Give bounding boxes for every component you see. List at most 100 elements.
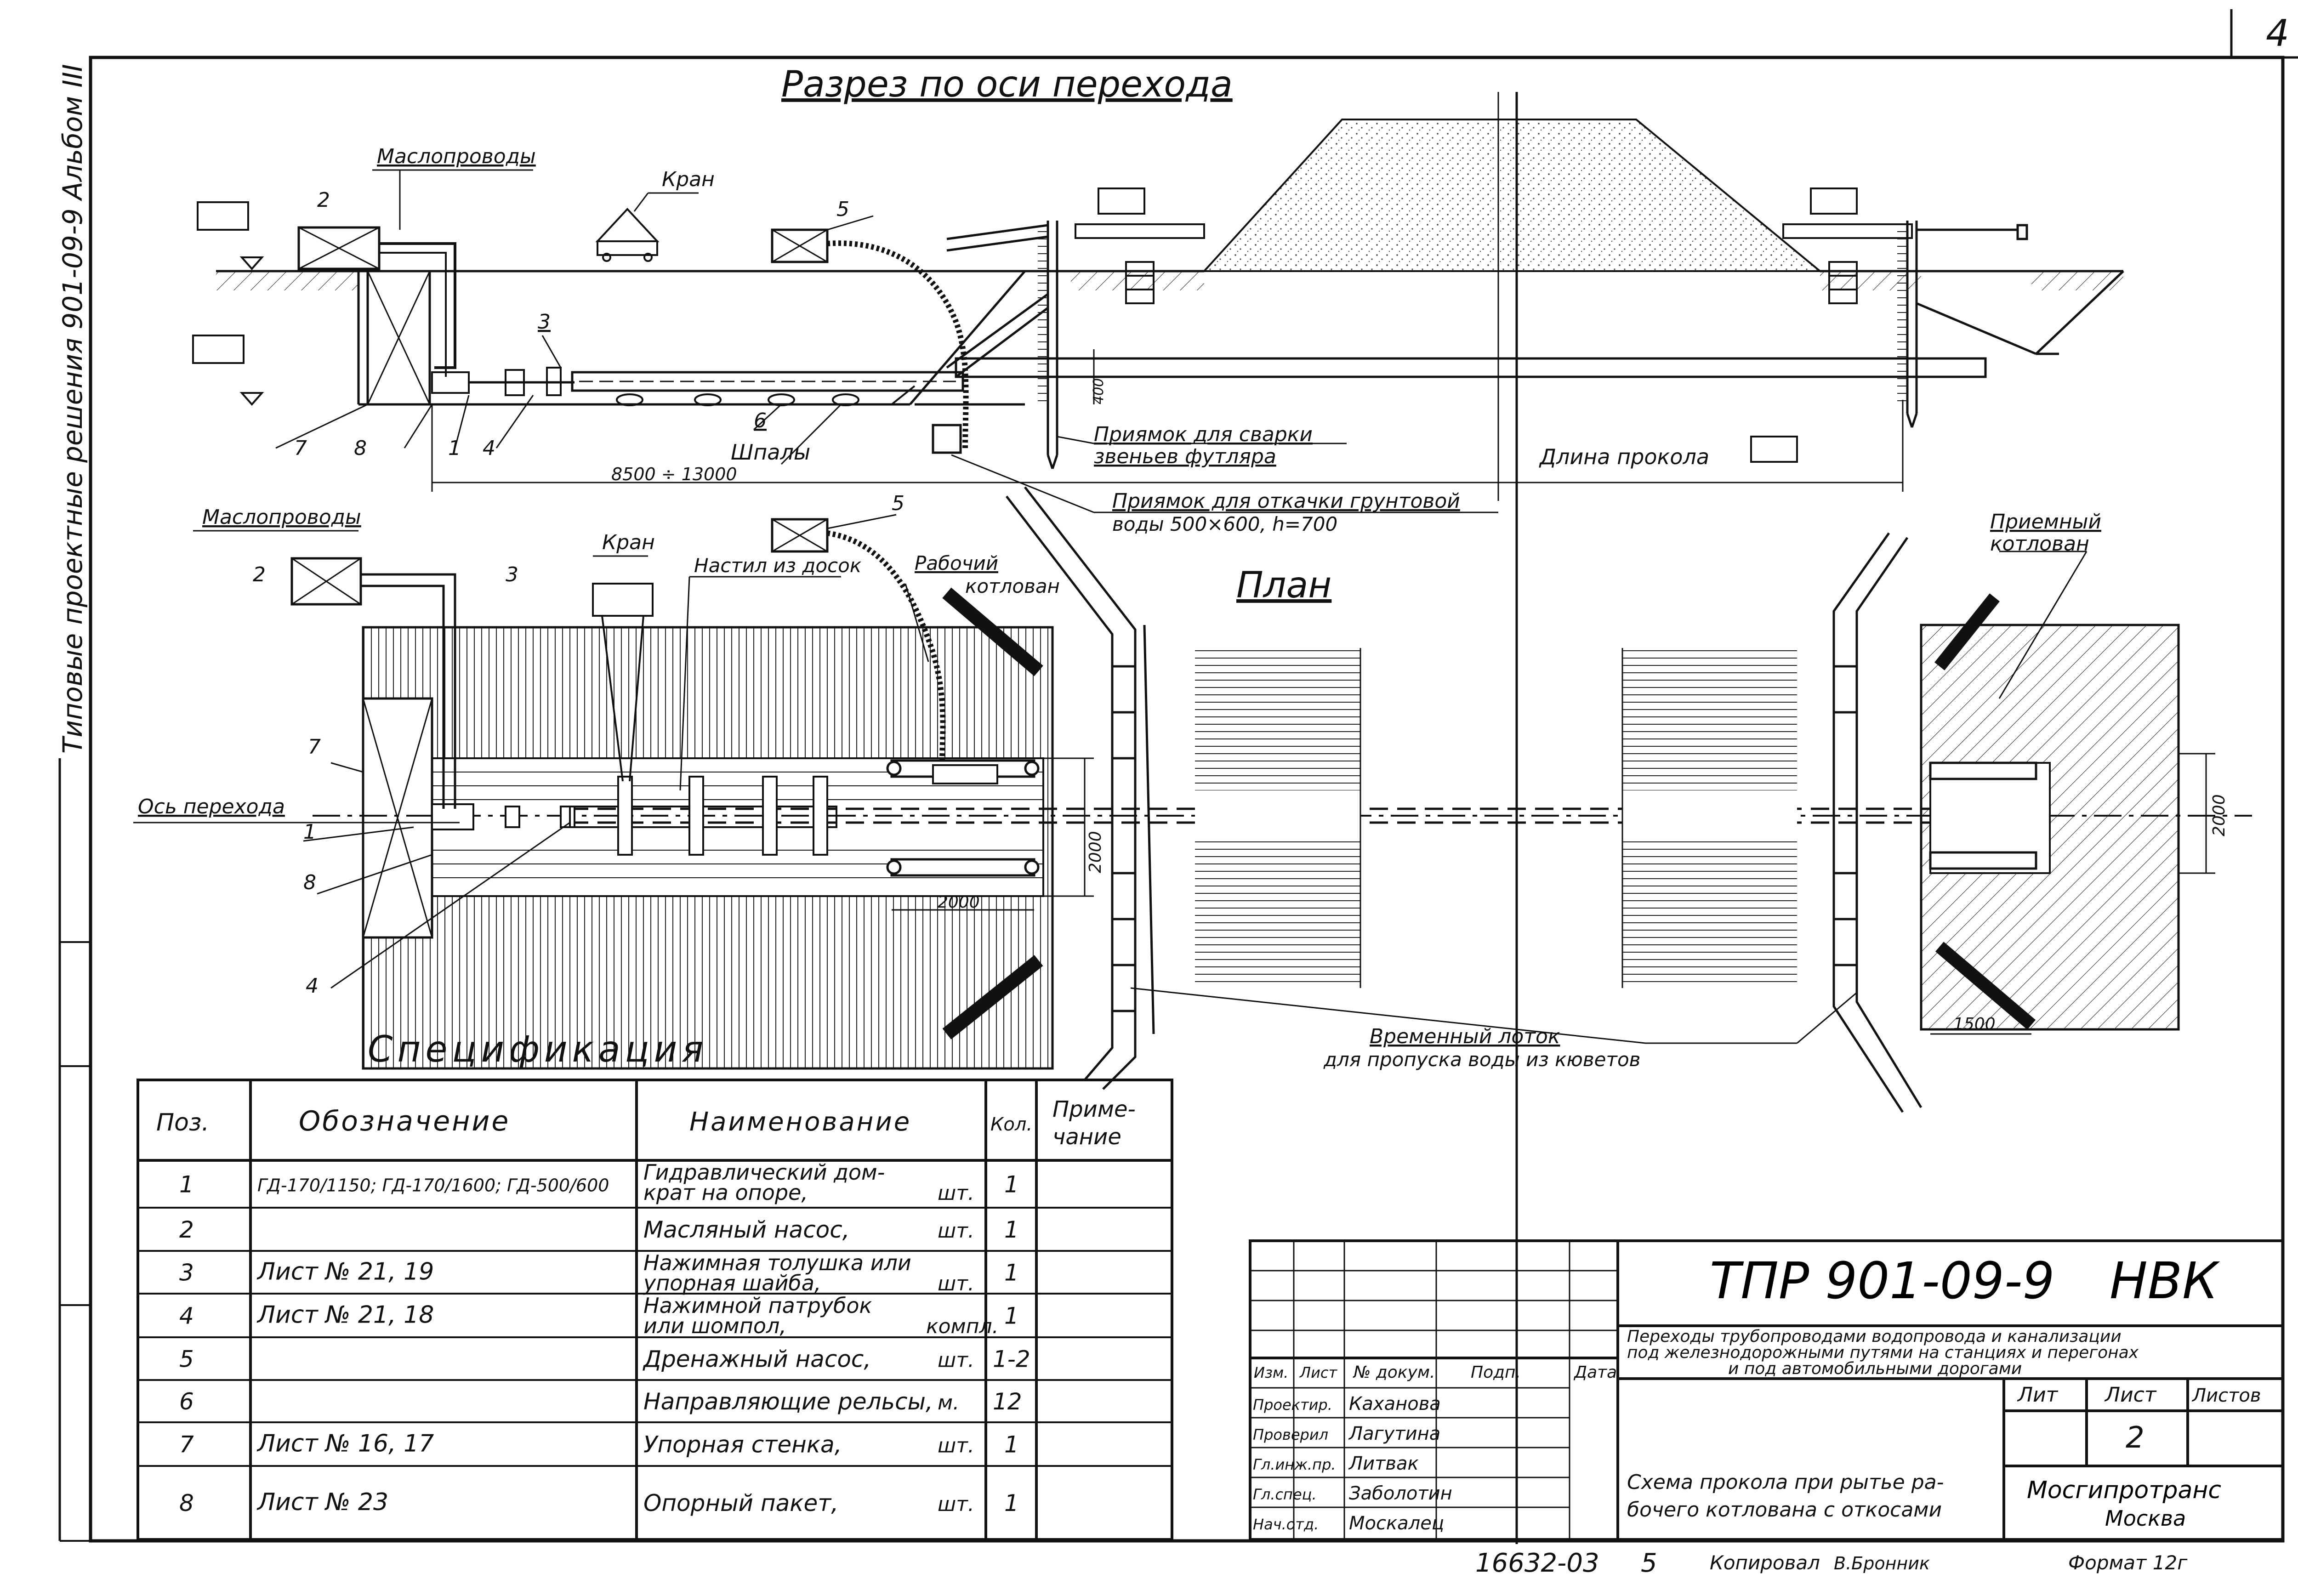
sleepers <box>616 385 916 406</box>
page-number: 4 <box>2266 12 2289 55</box>
tb-project-2: под железнодорожными путями на станциях … <box>1627 1343 2139 1362</box>
spec-row-designation: Лист № 21, 19 <box>256 1258 434 1286</box>
spec-row-name: Нажимной патрубок <box>643 1293 872 1318</box>
spec-row-qty: 1 <box>1004 1260 1019 1286</box>
spec-row-name2: упорная шайба, <box>643 1271 821 1295</box>
tb-mark: НВК <box>2110 1251 2220 1310</box>
dim-range-label: 8500 ÷ 13000 <box>611 464 737 484</box>
spec-title: Спецификация <box>368 1029 708 1070</box>
plan-callout-8: 8 <box>303 871 316 894</box>
spec-row-pos: 1 <box>179 1171 194 1198</box>
plan-callout-2: 2 <box>253 563 266 586</box>
level-mark-box <box>192 335 245 364</box>
tb-org: Мосгипротранс <box>2027 1477 2221 1504</box>
tb-city: Москва <box>2105 1506 2186 1531</box>
tb-drawing-title-2: бочего котлована с откосами <box>1627 1498 1942 1522</box>
section-callout-4: 4 <box>483 437 495 460</box>
spec-row-qty: 1 <box>1004 1490 1019 1516</box>
spec-row-pos: 3 <box>179 1260 194 1286</box>
pit-welding-label-1: Приямок для сварки <box>1094 423 1313 446</box>
spec-row-unit: шт. <box>938 1219 974 1243</box>
tb-role: Проектир. <box>1253 1396 1332 1414</box>
spec-row-unit: шт. <box>938 1181 974 1205</box>
spec-row-designation: Лист № 16, 17 <box>256 1430 434 1458</box>
jack <box>431 371 470 394</box>
spec-row-unit: шт. <box>938 1434 974 1458</box>
section-crane-label: Кран <box>662 168 715 191</box>
spec-row-name: Дренажный насос, <box>643 1346 871 1373</box>
crane <box>595 208 660 262</box>
tb-col-date: Дата <box>1573 1363 1617 1382</box>
plan-oil-lines-label: Маслопроводы <box>202 505 361 529</box>
spec-row-pos: 8 <box>179 1490 194 1516</box>
plan-dim-2000-c: 2000 <box>2210 794 2229 836</box>
spec-row-name: Направляющие рельсы, <box>643 1388 933 1415</box>
tb-sheet: Лист <box>2104 1383 2157 1407</box>
tb-lit: Лит <box>2017 1383 2059 1407</box>
tb-role-name: Лагутина <box>1348 1423 1440 1444</box>
tb-col-doc: № докум. <box>1353 1363 1435 1382</box>
spec-row-pos: 2 <box>179 1216 194 1243</box>
plan-sleepers <box>617 776 828 856</box>
casing-pipe <box>955 357 1987 378</box>
spec-row-designation: Лист № 21, 18 <box>256 1301 434 1329</box>
tb-role-name: Заболотин <box>1349 1483 1452 1504</box>
spec-row-designation: ГД-170/1150; ГД-170/1600; ГД-500/600 <box>257 1176 609 1196</box>
plan-axis-label: Ось перехода <box>138 795 285 818</box>
tb-role-name: Литвак <box>1348 1453 1419 1474</box>
casing-pipe-section <box>571 371 964 392</box>
tb-role-name: Каханова <box>1349 1393 1441 1414</box>
pit-welding-label-2: звеньев футляра <box>1094 445 1276 468</box>
spec-row-name: Опорный пакет, <box>643 1490 838 1516</box>
tb-drawing-title-1: Схема прокола при рытье ра- <box>1627 1471 1944 1494</box>
sheet-frame <box>58 9 2298 1543</box>
plan-recv-pit-label-1: Приемный <box>1990 510 2101 534</box>
spec-row-name: Масляный насос, <box>643 1216 850 1243</box>
footer-n: 5 <box>1641 1548 1657 1578</box>
spec-row-qty: 12 <box>993 1388 1022 1415</box>
length-label: Длина прокола <box>1539 444 1709 469</box>
spec-row-name2: крат на опоре, <box>643 1180 808 1205</box>
tb-col-sign: Подп. <box>1471 1363 1521 1382</box>
pump-hose <box>827 240 969 451</box>
section-oil-lines-label: Маслопроводы <box>377 145 536 168</box>
plan-callout-3: 3 <box>506 563 518 586</box>
tb-project-1: Переходы трубопроводами водопровода и ка… <box>1627 1327 2122 1346</box>
drainage-pump <box>771 228 829 263</box>
thrust-wall <box>366 270 431 406</box>
section-callout-5: 5 <box>836 198 849 221</box>
plan-callout-4: 4 <box>306 974 319 998</box>
spec-row-unit: шт. <box>938 1493 974 1516</box>
tb-role: Проверил <box>1253 1426 1328 1443</box>
plan-crane-label: Кран <box>602 531 655 554</box>
embankment <box>1202 119 1823 272</box>
footer: 16632-03 5 Копировал В.Бронник Формат 12… <box>1475 1548 2188 1578</box>
tb-project-3: и под автомобильными дорогами <box>1728 1359 2022 1378</box>
spec-row-unit: м. <box>938 1391 959 1414</box>
dim-400-label: 400 <box>1091 378 1107 404</box>
section-title: Разрез по оси перехода <box>781 64 1233 105</box>
plan-work-pit-label-2: котлован <box>965 575 1060 597</box>
footer-copied-name: В.Бронник <box>1834 1553 1930 1573</box>
plan-callout-1: 1 <box>303 820 316 844</box>
spec-row-designation: Лист № 23 <box>256 1488 388 1516</box>
tray-label-1: Временный лоток <box>1370 1025 1560 1048</box>
spec-row-unit: компл. <box>926 1315 999 1338</box>
section-callout-2: 2 <box>317 188 330 212</box>
plan-callout-5: 5 <box>892 492 904 515</box>
section-view: Разрез по оси перехода <box>192 64 2124 1544</box>
oil-pump <box>297 226 381 270</box>
footer-copied: Копировал <box>1710 1551 1820 1574</box>
section-callout-1: 1 <box>448 437 461 460</box>
spec-row-name2: или шомпол, <box>643 1313 786 1338</box>
tray-label-2: для пропуска воды из кюветов <box>1323 1048 1640 1071</box>
length-value-box <box>1750 436 1798 463</box>
spec-row-qty: 1 <box>1004 1171 1019 1198</box>
spec-row-name: Упорная стенка, <box>643 1431 842 1458</box>
spec-row-unit: шт. <box>938 1349 974 1372</box>
spec-row-pos: 4 <box>179 1303 194 1329</box>
pit-pump-label-2: воды 500×600, h=700 <box>1112 513 1337 535</box>
spec-header-note-2: чание <box>1052 1124 1121 1150</box>
spec-row-unit: шт. <box>938 1272 974 1295</box>
